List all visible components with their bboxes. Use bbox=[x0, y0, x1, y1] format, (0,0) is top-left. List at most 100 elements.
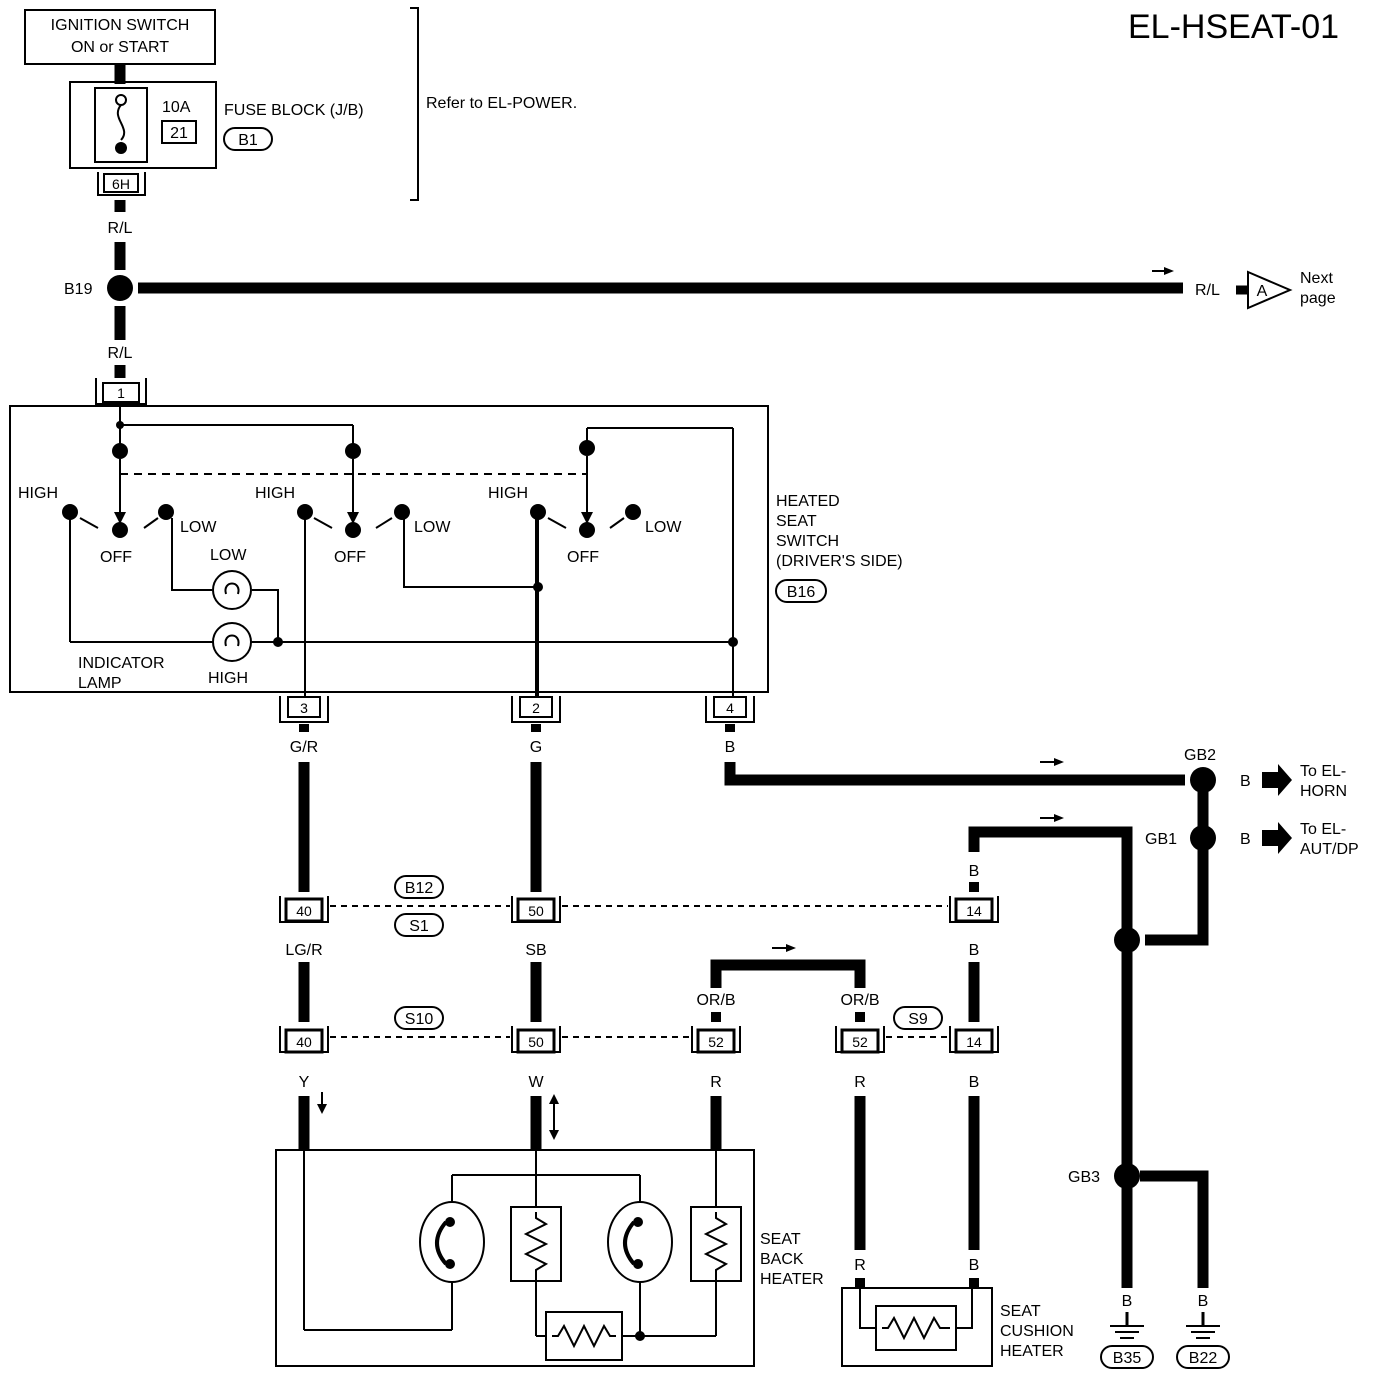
pin14-s9: 14 bbox=[966, 1034, 982, 1050]
pin14-b12: 14 bbox=[966, 903, 982, 919]
switch3-high: HIGH bbox=[488, 485, 528, 502]
wire-r-cushion-top: R bbox=[854, 1074, 866, 1091]
pin40-s10: 40 bbox=[296, 1034, 312, 1050]
next-page-connector bbox=[1247, 270, 1293, 310]
connector-s9: S9 bbox=[908, 1011, 928, 1028]
to-autdp-1: To EL- bbox=[1300, 821, 1346, 838]
ground-b22-wire: B bbox=[1198, 1293, 1209, 1310]
next-page-connector-label: A bbox=[1257, 283, 1268, 300]
switch-title-3: SWITCH bbox=[776, 533, 839, 550]
indicator-lamp-high bbox=[212, 622, 252, 662]
pin50-s10: 50 bbox=[528, 1034, 544, 1050]
gb2-label: GB2 bbox=[1184, 747, 1216, 764]
wire-lgr: LG/R bbox=[285, 942, 322, 959]
gb1-wire: B bbox=[1240, 831, 1251, 848]
ground-b35-wire: B bbox=[1122, 1293, 1133, 1310]
seat-back-2: BACK bbox=[760, 1251, 804, 1268]
indicator-lamp-low bbox=[212, 570, 252, 610]
ground-b22 bbox=[1176, 1345, 1230, 1369]
seat-back-1: SEAT bbox=[760, 1231, 801, 1248]
terminal-2: 2 bbox=[532, 700, 540, 716]
switch2-off: OFF bbox=[334, 549, 366, 566]
switch-title-1: HEATED bbox=[776, 493, 840, 510]
pin40-b12: 40 bbox=[296, 903, 312, 919]
indicator-line1: INDICATOR bbox=[78, 655, 165, 672]
gb1-label: GB1 bbox=[1145, 831, 1177, 848]
fuse-connector: B1 bbox=[238, 132, 258, 149]
wire-rl-next: R/L bbox=[1195, 282, 1220, 299]
switch-title-2: SEAT bbox=[776, 513, 817, 530]
wire-orb-left: OR/B bbox=[696, 992, 735, 1009]
terminal-3: 3 bbox=[300, 700, 308, 716]
switch2-high: HIGH bbox=[255, 485, 295, 502]
gb3-label: GB3 bbox=[1068, 1169, 1100, 1186]
indicator-line2: LAMP bbox=[78, 675, 122, 692]
ignition-line2: ON or START bbox=[71, 39, 169, 56]
seat-back-heater bbox=[275, 1149, 755, 1367]
switch1-high: HIGH bbox=[18, 485, 58, 502]
wire-b-14-top: B bbox=[969, 863, 980, 880]
switch-connector: B16 bbox=[787, 584, 816, 601]
ignition-line1: IGNITION SWITCH bbox=[51, 17, 190, 34]
pin50-b12: 50 bbox=[528, 903, 544, 919]
connector-row-b12: 40 50 14 B12 S1 bbox=[279, 875, 999, 937]
ground-b35 bbox=[1100, 1345, 1154, 1369]
to-horn-2: HORN bbox=[1300, 783, 1347, 800]
seat-cushion-2: CUSHION bbox=[1000, 1323, 1074, 1340]
seat-cushion-3: HEATER bbox=[1000, 1343, 1064, 1360]
gb2-wire: B bbox=[1240, 773, 1251, 790]
ground-b35-label: B35 bbox=[1113, 1350, 1142, 1367]
thermostat-left bbox=[419, 1201, 485, 1283]
switch1-off: OFF bbox=[100, 549, 132, 566]
pin52-s9: 52 bbox=[852, 1034, 868, 1050]
seat-back-3: HEATER bbox=[760, 1271, 824, 1288]
ground-b22-label: B22 bbox=[1189, 1350, 1218, 1367]
fuse-label: FUSE BLOCK (J/B) bbox=[224, 102, 364, 119]
switch-terminal-1: 1 bbox=[117, 385, 125, 401]
wire-rl-switch: R/L bbox=[108, 345, 133, 362]
junction-b19 bbox=[107, 275, 133, 301]
connector-row-s10: 40 50 52 52 14 S10 S9 bbox=[279, 1006, 999, 1054]
wire-w: W bbox=[528, 1074, 544, 1091]
seat-cushion-heater bbox=[841, 1278, 993, 1367]
switch1-low: LOW bbox=[180, 519, 217, 536]
wire-g: G bbox=[530, 739, 542, 756]
ignition-switch: IGNITION SWITCH ON or START bbox=[24, 9, 216, 65]
seat-cushion-1: SEAT bbox=[1000, 1303, 1041, 1320]
lamp-high-label: HIGH bbox=[208, 670, 248, 687]
page-title: EL-HSEAT-01 bbox=[1128, 8, 1339, 46]
wire-sb: SB bbox=[525, 942, 546, 959]
to-autdp-2: AUT/DP bbox=[1300, 841, 1359, 858]
thermostat-right bbox=[607, 1201, 673, 1283]
wire-r-cushion-bottom: R bbox=[854, 1257, 866, 1274]
next-page-line2: page bbox=[1300, 290, 1336, 307]
fuse-block: 10A 21 FUSE BLOCK (J/B) B1 6H bbox=[69, 81, 364, 196]
fuse-amps: 10A bbox=[162, 99, 191, 116]
wire-r-back: R bbox=[710, 1074, 722, 1091]
switch3-off: OFF bbox=[567, 549, 599, 566]
switch-title-4: (DRIVER'S SIDE) bbox=[776, 553, 903, 570]
wire-b-14-mid: B bbox=[969, 942, 980, 959]
junction-b19-label: B19 bbox=[64, 281, 93, 298]
next-page-line1: Next bbox=[1300, 270, 1333, 287]
fuse-number: 21 bbox=[170, 125, 188, 142]
wire-gr: G/R bbox=[290, 739, 318, 756]
wire-y: Y bbox=[299, 1074, 310, 1091]
to-horn-1: To EL- bbox=[1300, 763, 1346, 780]
wire-rl-top: R/L bbox=[108, 220, 133, 237]
switch-output-terminals: 3 2 4 bbox=[279, 696, 755, 723]
refer-note: Refer to EL-POWER. bbox=[426, 95, 577, 112]
connector-s1: S1 bbox=[409, 918, 429, 935]
switch3-low: LOW bbox=[645, 519, 682, 536]
lamp-low-label: LOW bbox=[210, 547, 247, 564]
switch2-low: LOW bbox=[414, 519, 451, 536]
wire-b-switch: B bbox=[725, 739, 736, 756]
connector-b12: B12 bbox=[405, 880, 434, 897]
heater-element-1 bbox=[510, 1206, 562, 1282]
connector-s10: S10 bbox=[405, 1011, 434, 1028]
pin52-s10: 52 bbox=[708, 1034, 724, 1050]
wire-b-cushion-top: B bbox=[969, 1074, 980, 1091]
heated-seat-switch: HIGH LOW OFF HIGH LOW OFF HIGH LOW OFF L… bbox=[9, 404, 769, 698]
terminal-4: 4 bbox=[726, 700, 734, 716]
